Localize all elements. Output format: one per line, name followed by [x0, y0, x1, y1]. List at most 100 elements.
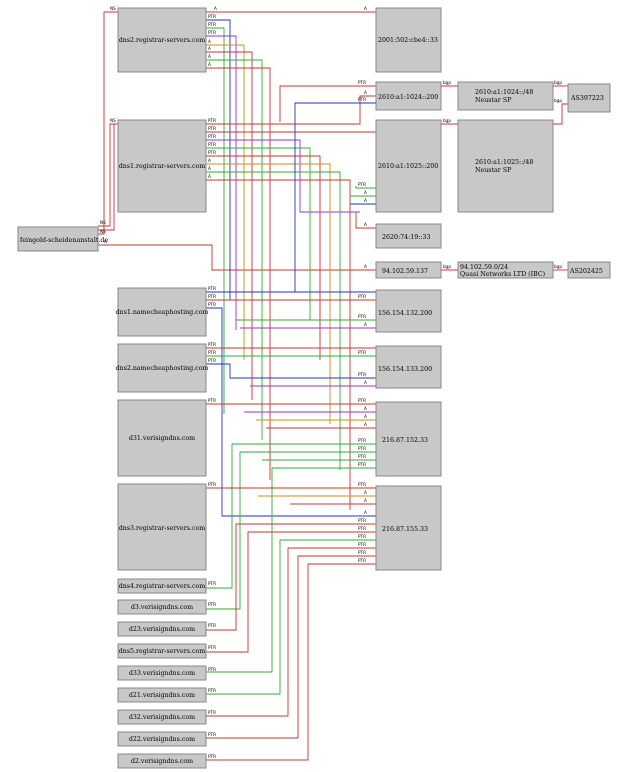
- node-label: d2.verisigndns.com: [131, 758, 193, 765]
- node-label: d33.verisigndns.com: [129, 670, 195, 677]
- edge-label-ptr: PTR: [208, 602, 216, 607]
- node-ip-2620[interactable]: 2620:74:19::33: [375, 223, 442, 249]
- edge-label-ptr: PTR: [208, 623, 216, 628]
- edge-label-bgp: bgp: [554, 264, 562, 269]
- edge-label-ptr: PTR: [208, 710, 216, 715]
- edge-label-ns: NS: [110, 6, 116, 11]
- node-label: d31.verisigndns.com: [129, 435, 195, 442]
- node-d33-verisign[interactable]: d33.verisigndns.com: [117, 665, 207, 681]
- node-label: 156.154.132.200: [378, 310, 432, 317]
- edge-label-ptr: PTR: [208, 134, 216, 139]
- node-label: dns4.registrar-servers.com: [119, 583, 206, 590]
- node-dns2-namecheap[interactable]: dns2.namecheaphosting.com: [116, 343, 209, 393]
- edge-label-ptr: PTR: [358, 182, 366, 187]
- node-net-94[interactable]: 94.102.59.0/24 Quasi Networks LTD (IBC): [457, 261, 554, 279]
- node-label: 2610:a1:1024::/48: [475, 89, 533, 96]
- edge-d2: [206, 563, 376, 761]
- node-label: d21.verisigndns.com: [129, 692, 195, 699]
- edge-ptr-2610a-red: [279, 85, 376, 122]
- node-d21-verisign[interactable]: d21.verisigndns.com: [117, 687, 207, 703]
- node-ip-94[interactable]: 94.102.59.137: [375, 261, 442, 279]
- edge-dns1-green: [206, 147, 311, 320]
- edge-label-ptr: PTR: [358, 446, 366, 451]
- edge-label-ptr: PTR: [208, 14, 216, 19]
- node-ip-2001[interactable]: 2001:502:cbe4::33: [375, 7, 442, 73]
- edge-label-a: A: [364, 498, 367, 503]
- edge-dns1-2610a: [206, 95, 376, 125]
- edge-label-ptr: PTR: [358, 526, 366, 531]
- node-dns1-registrar[interactable]: dns1.registrar-servers.com: [117, 119, 207, 213]
- node-label: 2001:502:cbe4::33: [378, 37, 438, 44]
- edge-label-ptr: PTR: [208, 482, 216, 487]
- edge-dns2-blue: [206, 19, 231, 300]
- edge-label-ptr: PTR: [208, 302, 216, 307]
- node-dns4-registrar[interactable]: dns4.registrar-servers.com: [117, 578, 207, 594]
- edge-label-a: A: [364, 406, 367, 411]
- node-dns3-registrar[interactable]: dns3.registrar-servers.com: [117, 483, 207, 571]
- node-feingold[interactable]: feingold-scheidenanstalt.de: [17, 226, 108, 252]
- node-label: dns1.namecheaphosting.com: [116, 309, 209, 316]
- edge-label-ptr: PTR: [358, 80, 366, 85]
- edge-label-a: A: [104, 239, 107, 244]
- edge-d22: [206, 555, 376, 739]
- edge-label-ptr: PTR: [358, 97, 366, 102]
- node-label: d32.verisigndns.com: [129, 714, 195, 721]
- edge-nc2-blue: [206, 363, 376, 379]
- node-d22-verisign[interactable]: d22.verisigndns.com: [117, 731, 207, 747]
- node-ip-156-132[interactable]: 156.154.132.200: [375, 289, 442, 333]
- node-label: AS202425: [569, 268, 603, 275]
- node-as202425[interactable]: AS202425: [567, 261, 611, 279]
- edge-dns2-red: [206, 51, 253, 400]
- edge-label-a: A: [364, 322, 367, 327]
- node-d3-verisign[interactable]: d3.verisigndns.com: [117, 599, 207, 615]
- node-label: Neustar SP: [475, 97, 512, 104]
- edge-label-ptr: PTR: [208, 30, 216, 35]
- node-ip-156-133[interactable]: 156.154.133.200: [375, 345, 442, 389]
- edge-label-ptr: PTR: [208, 342, 216, 347]
- node-label: Quasi Networks LTD (IBC): [460, 271, 545, 278]
- edge-label-ptr: PTR: [358, 314, 366, 319]
- node-d2-verisign[interactable]: d2.verisigndns.com: [117, 753, 207, 769]
- node-net-2610-1024[interactable]: 2610:a1:1024::/48 Neustar SP: [457, 81, 554, 111]
- edge-dns5: [206, 531, 376, 653]
- edge-dns2-purple: [206, 35, 237, 330]
- node-d32-verisign[interactable]: d32.verisigndns.com: [117, 709, 207, 725]
- edge-label-ptr: PTR: [208, 286, 216, 291]
- node-ip-2610-1024[interactable]: 2610:a1:1024::200: [375, 81, 442, 111]
- edge-label-a: A: [364, 380, 367, 385]
- edge-label-ptr: PTR: [358, 534, 366, 539]
- node-label: 156.154.133.200: [378, 366, 432, 373]
- node-label: 216.87.152.33: [382, 437, 428, 444]
- node-net-2610-1025[interactable]: 2610:a1:1025::/48 Neustar SP: [457, 119, 554, 213]
- edge-label-ptr: PTR: [358, 294, 366, 299]
- nodes: feingold-scheidenanstalt.de dns2.registr…: [17, 7, 611, 769]
- node-ip-216-152[interactable]: 216.87.152.33: [375, 401, 442, 477]
- edge-label-ptr: PTR: [358, 550, 366, 555]
- edge-label-bgp: bgp: [443, 118, 451, 123]
- edge-d3: [206, 451, 376, 610]
- node-as397223[interactable]: AS397223: [567, 83, 611, 113]
- edge-ptr-2610b: [355, 186, 376, 189]
- edge-label-ns: NS: [100, 220, 106, 225]
- node-dns5-registrar[interactable]: dns5.registrar-servers.com: [117, 643, 207, 659]
- node-ip-216-155[interactable]: 216.87.155.33: [375, 485, 442, 571]
- node-label: 2610:a1:1024::200: [378, 94, 438, 101]
- edge-a-94: [98, 244, 376, 271]
- node-d31-verisign[interactable]: d31.verisigndns.com: [117, 399, 207, 477]
- node-dns2-registrar[interactable]: dns2.registrar-servers.com: [117, 7, 207, 73]
- edge-label-ptr: PTR: [208, 142, 216, 147]
- edge-label-ptr: PTR: [208, 294, 216, 299]
- edge-label-ptr: PTR: [208, 118, 216, 123]
- node-ip-2610-1025[interactable]: 2610:a1:1025::200: [375, 119, 442, 213]
- node-dns1-namecheap[interactable]: dns1.namecheaphosting.com: [116, 287, 209, 337]
- node-label: 94.102.59.0/24: [460, 264, 508, 271]
- edge-nc1-blue-down: [206, 307, 376, 517]
- node-label: d3.verisigndns.com: [131, 604, 193, 611]
- edge-label-ptr: PTR: [358, 372, 366, 377]
- edge-dns2-red2: [206, 67, 271, 480]
- node-d23-verisign[interactable]: d23.verisigndns.com: [117, 621, 207, 637]
- edge-bgp-as397-b: [553, 103, 568, 125]
- edge-label-ptr: PTR: [358, 438, 366, 443]
- node-label: dns5.registrar-servers.com: [119, 648, 206, 655]
